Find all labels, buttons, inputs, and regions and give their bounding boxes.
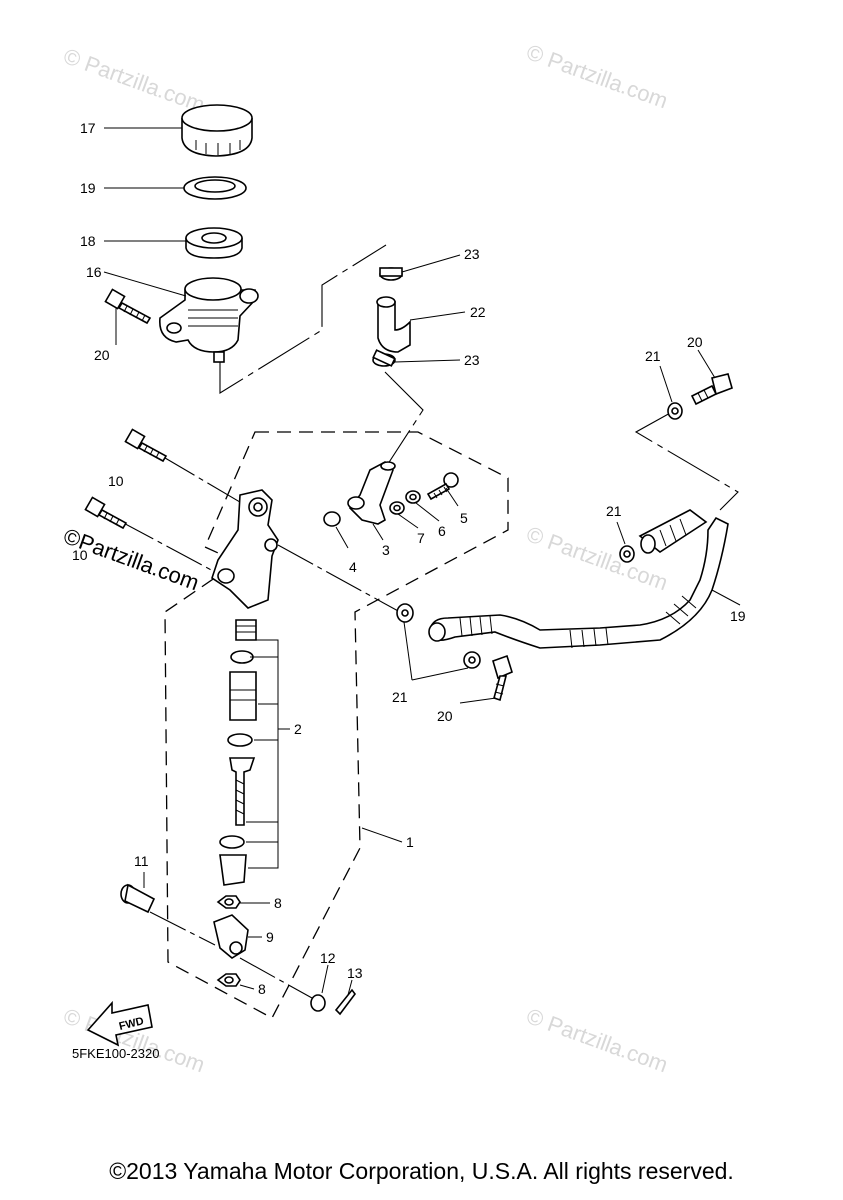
callout-10-lower: 10 (72, 547, 88, 563)
callout-19: 19 (730, 608, 746, 624)
reservoir-hose-end (376, 296, 396, 308)
piston-kit (219, 619, 257, 886)
callout-22: 22 (470, 304, 486, 320)
cotter-pin (334, 988, 356, 1016)
mount-bolt-lower (84, 496, 128, 530)
callout-9: 9 (266, 929, 274, 945)
reservoir-bolt (104, 288, 152, 325)
hose-to-elbow-line (383, 371, 424, 471)
callout-7: 7 (417, 530, 425, 546)
diaphragm-plate (183, 176, 247, 200)
hose-clamp-top (379, 267, 403, 281)
callout-8-lower: 8 (258, 981, 266, 997)
callout-4: 4 (349, 559, 357, 575)
hose-joint (347, 461, 396, 525)
callout-10-upper: 10 (108, 473, 124, 489)
o-ring (323, 511, 341, 527)
hose-clamp-bottom (372, 349, 396, 367)
reservoir-cap (181, 104, 253, 157)
nut-lower (216, 973, 241, 987)
callout-5: 5 (460, 510, 468, 526)
callout-21-low: 21 (392, 689, 408, 705)
fwd-arrow: FWD (86, 1000, 153, 1047)
callout-14: 16 (86, 264, 102, 280)
nut-upper (216, 895, 241, 909)
washer-7-hole (393, 504, 401, 512)
washer-6-hole (409, 493, 417, 501)
union-bolt-top (690, 373, 733, 406)
copper-washer-mid-hole (623, 550, 631, 558)
reservoir-hose-line (219, 244, 387, 394)
master-cylinder-body (211, 489, 279, 609)
callout-21-mid: 21 (606, 503, 622, 519)
callout-23-top: 23 (464, 246, 480, 262)
bolt10-line-2 (117, 519, 216, 573)
callout-3: 3 (382, 542, 390, 558)
reservoir-hose (377, 301, 411, 353)
copper-washer-left-hole (401, 609, 409, 617)
callout-20-top: 20 (687, 334, 703, 350)
callout-leaders (103, 127, 741, 996)
callout-1: 1 (406, 834, 414, 850)
callout-13: 13 (347, 965, 363, 981)
callout-16: 18 (80, 233, 96, 249)
callout-11: 11 (134, 853, 149, 869)
watermark-top-right: © Partzilla.com (523, 39, 671, 113)
reservoir-tank (159, 277, 259, 363)
callout-21-top: 21 (645, 348, 661, 364)
diagram-code: 5FKE100-2320 (72, 1046, 159, 1061)
clevis (213, 914, 249, 959)
callout-18: 20 (94, 347, 110, 363)
callout-labels: 17 19 18 16 20 23 22 23 21 20 21 19 21 2… (72, 120, 746, 997)
callout-6: 6 (438, 523, 446, 539)
callout-17: 19 (80, 180, 96, 196)
watermark-bottom-right: © Partzilla.com (523, 1003, 671, 1077)
callout-20-low: 20 (437, 708, 453, 724)
piston-kit-bracket (246, 639, 290, 869)
diaphragm (185, 227, 243, 259)
joint-screw (426, 472, 459, 501)
callout-8-upper: 8 (274, 895, 282, 911)
clevis-pin-line (149, 911, 313, 999)
washer-line (277, 544, 401, 613)
watermark-top-left: © Partzilla.com (60, 43, 208, 117)
mount-bolt-upper (124, 428, 168, 463)
callout-12: 12 (320, 950, 336, 966)
bolt10-line-1 (159, 454, 246, 506)
union-bolt-bottom (492, 654, 513, 702)
copyright-footer: ©2013 Yamaha Motor Corporation, U.S.A. A… (109, 1158, 734, 1184)
callout-2: 2 (294, 721, 302, 737)
watermarks: © Partzilla.com © Partzilla.com © Partzi… (60, 39, 671, 1077)
callout-15: 17 (80, 120, 96, 136)
washer-12 (310, 994, 326, 1012)
fwd-label: FWD (118, 1015, 145, 1033)
copper-washer-top-hole (671, 407, 679, 415)
callout-23-bottom: 23 (464, 352, 480, 368)
clevis-pin (120, 883, 156, 914)
banjo-line-top (634, 411, 739, 511)
copper-washer-low-hole (468, 656, 476, 664)
brake-hose (428, 509, 729, 649)
